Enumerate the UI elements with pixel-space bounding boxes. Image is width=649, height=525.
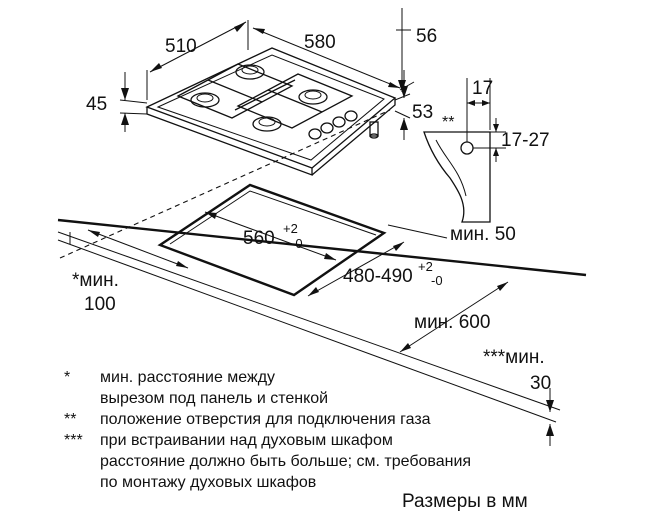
note-1-marker: * [64,369,70,386]
clearance-oven-line2: 30 [530,373,551,394]
cutout-width-tol-minus: -0 [291,236,303,251]
gas-connection-detail: 17 17-27 ** [423,78,550,223]
note-3-line-3: по монтажу духовых шкафов [100,474,316,491]
gas-marker-label: ** [442,114,454,131]
dim-depth-right-label: 56 [416,26,437,47]
dim-clearance-back: мин. 50 [387,224,516,245]
dim-clearance-oven: ***мин. 30 [483,347,554,446]
note-2-marker: ** [64,411,76,428]
clearance-wall-line2: 100 [84,294,116,315]
cutout-depth-tol-minus: -0 [431,273,443,288]
dim-cutout-width: 560 +2 -0 [204,211,337,261]
units-caption: Размеры в мм [402,491,528,512]
worktop-drawing [57,109,587,423]
cutout-depth-base: 480-490 [343,266,413,287]
clearance-wall-line1: *мин. [72,270,119,291]
pan-supports [176,63,354,129]
dim-cutout-depth: 480-490 +2 -0 [307,241,443,297]
note-3-marker: *** [64,432,83,449]
clearance-back-label: мин. 50 [450,224,516,245]
dim-height-top-label: 45 [86,94,107,115]
note-1-line-2: вырезом под панель и стенкой [100,390,328,407]
gas-connector-stub [369,121,379,139]
gas-range-label: 17-27 [501,130,550,151]
dim-width-label: 510 [165,36,197,57]
note-3-line-2: расстояние должно быть больше; см. требо… [100,453,471,470]
note-2-line-1: положение отверстия для подключения газа [100,411,431,428]
dim-clearance-wall: *мин. 100 [72,229,189,315]
cutout-width-tol-plus: +2 [283,221,298,236]
dim-height-side: 53 [394,70,433,140]
cutout-width-base: 560 [243,228,275,249]
clearance-oven-line1: ***мин. [483,347,545,368]
burner-front-left [190,92,220,108]
dim-width: 510 [146,20,249,100]
burner-front-right [252,116,282,132]
hob-drawing [145,47,397,176]
note-3-line-1: при встраивании над духовым шкафом [100,432,393,449]
clearance-front-label: мин. 600 [414,312,490,333]
burner-rear-left [235,64,265,80]
notes-block: * мин. расстояние между вырезом под пане… [64,369,471,491]
dim-depth-right: 56 [396,8,437,92]
dim-height-side-label: 53 [412,102,433,123]
dim-height-top: 45 [86,72,148,132]
gas-offset-label: 17 [472,78,493,99]
note-1-line-1: мин. расстояние между [100,369,275,386]
burner-rear-right [298,89,328,105]
control-knobs [308,110,358,140]
dim-length: 580 [252,27,415,91]
cutout-depth-tol-plus: +2 [418,259,433,274]
cutout-outline [157,183,387,297]
dim-length-label: 580 [304,32,336,53]
dim-clearance-front: мин. 600 [399,281,509,353]
